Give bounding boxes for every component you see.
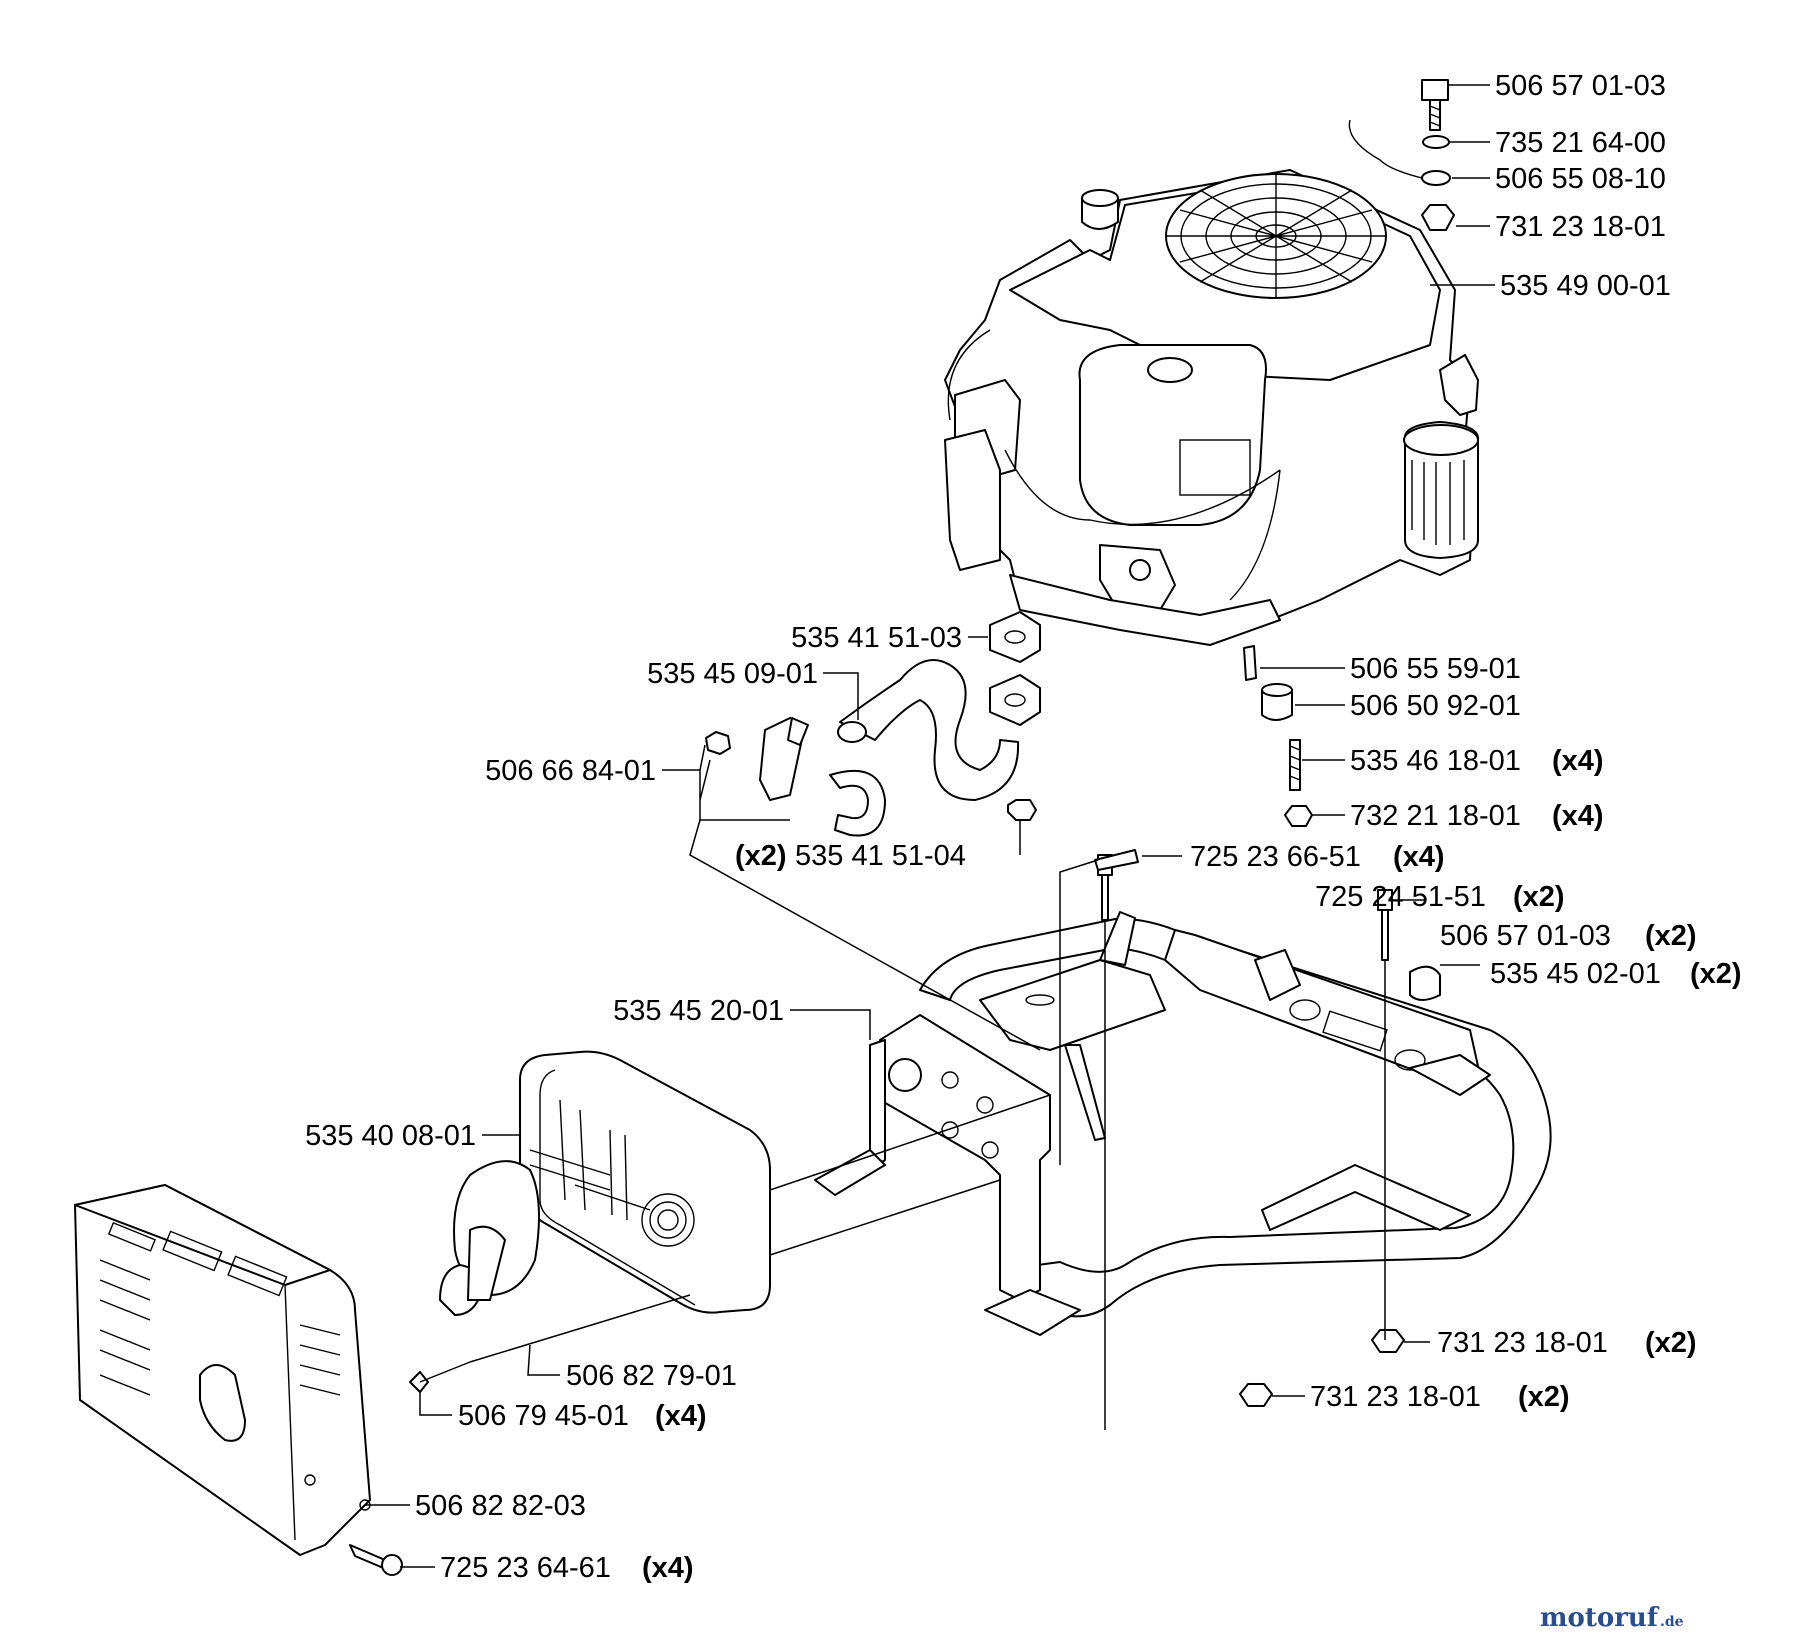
ring-terminal-icon [1421,170,1451,186]
grommet-icon [1409,965,1441,1001]
mount-nut-icon [1284,805,1313,827]
frame-rail [1164,929,1481,1081]
callout-c22: 731 23 18-01 [1310,1381,1481,1413]
callout-c22-qty: (x2) [1518,1381,1570,1413]
watermark-suffix: .de [1660,1614,1684,1630]
callout-c11: 506 66 84-01 [485,755,656,787]
muffler-heat-shield [74,1184,371,1556]
exhaust-gasket-icon [989,611,1041,663]
watermark-text: motoruf [1540,1603,1660,1633]
callout-c21: 506 82 79-01 [566,1360,737,1392]
bolt-icon [1421,79,1449,101]
callout-c10: 535 46 18-01 [1350,745,1521,777]
leader-lines [365,84,1495,1568]
frame-nut-2-icon [1239,1383,1273,1407]
callout-c17-qty: (x2) [1690,958,1742,990]
flange-nut-icon [1007,799,1037,821]
loose-hardware [349,849,1441,1576]
vent-slots [99,1221,341,1396]
frame-cross-tube [1254,949,1301,1001]
callout-c15-qty: (x2) [1513,881,1565,913]
callout-c12: 732 21 18-01 [1350,800,1521,832]
callout-c20-qty: (x2) [1645,1327,1697,1359]
shield-oval-cutout [199,1364,246,1442]
spacer-icon [1261,689,1293,721]
u-bolt-icon [829,769,886,837]
callout-c13-qty: (x2) [735,840,787,872]
callout-c8: 506 55 59-01 [1350,653,1521,685]
callout-c2: 735 21 64-00 [1495,127,1666,159]
muffler-outlet-holes [641,1193,695,1247]
muffler-bracket [814,1014,1081,1336]
callout-labels: 506 57 01-03 735 21 64-00 506 55 08-10 7… [305,70,1742,1584]
callout-c5: 535 49 00-01 [1500,270,1671,302]
watermark-logo: motoruf .de [1540,1603,1684,1633]
frame-nut-icon [1371,1329,1405,1353]
callout-c14-qty: (x4) [1393,841,1445,873]
callout-c7: 535 45 09-01 [647,658,818,690]
engine-frame [919,911,1552,1318]
nut-icon [1421,204,1455,231]
callout-c3: 506 55 08-10 [1495,163,1666,195]
muffler [519,1050,771,1314]
tail-pipe [439,1160,540,1316]
callout-c23: 506 79 45-01 [458,1400,629,1432]
oil-filter [1403,421,1480,559]
valve-cover [1078,344,1267,526]
callout-c10-qty: (x4) [1552,745,1604,777]
exhaust-clamp [705,717,886,837]
callout-c25-qty: (x4) [642,1552,694,1584]
callout-c12-qty: (x4) [1552,800,1604,832]
pin-icon [1243,645,1257,681]
exhaust-flange-icon [989,674,1041,726]
callout-c20: 731 23 18-01 [1437,1327,1608,1359]
exhaust-pipe-assembly [837,611,1041,821]
callout-c14: 725 23 66-51 [1190,841,1361,873]
callout-c25: 725 23 64-61 [440,1552,611,1584]
lock-washer-icon [1422,135,1450,149]
callout-c13: 535 41 51-04 [795,840,966,872]
frame-bolt-2-icon [1377,889,1393,911]
callout-c19: 535 40 08-01 [305,1120,476,1152]
callout-c23-qty: (x4) [655,1400,707,1432]
callout-c18: 535 45 20-01 [613,995,784,1027]
callout-c16-qty: (x2) [1645,920,1697,952]
callout-c16: 506 57 01-03 [1440,920,1611,952]
ground-wire-hardware [1348,79,1455,231]
callout-c6: 535 41 51-03 [791,622,962,654]
engine-mount-hardware [1243,645,1313,827]
bracket-bolt-icon [1094,849,1139,871]
callout-c24: 506 82 82-03 [415,1490,586,1522]
exhaust-pipe [839,659,1020,801]
screw-icon [409,1371,429,1393]
muffler-body [519,1050,771,1314]
callout-c17: 535 45 02-01 [1490,958,1661,990]
callout-c9: 506 50 92-01 [1350,690,1521,722]
callout-c1: 506 57 01-03 [1495,70,1666,102]
engine-assembly [944,169,1480,646]
engine-mount-plate [979,959,1166,1051]
callout-c15: 725 24 51-51 [1315,881,1486,913]
callout-c4: 731 23 18-01 [1495,211,1666,243]
bracket-plate [879,1014,1051,1301]
